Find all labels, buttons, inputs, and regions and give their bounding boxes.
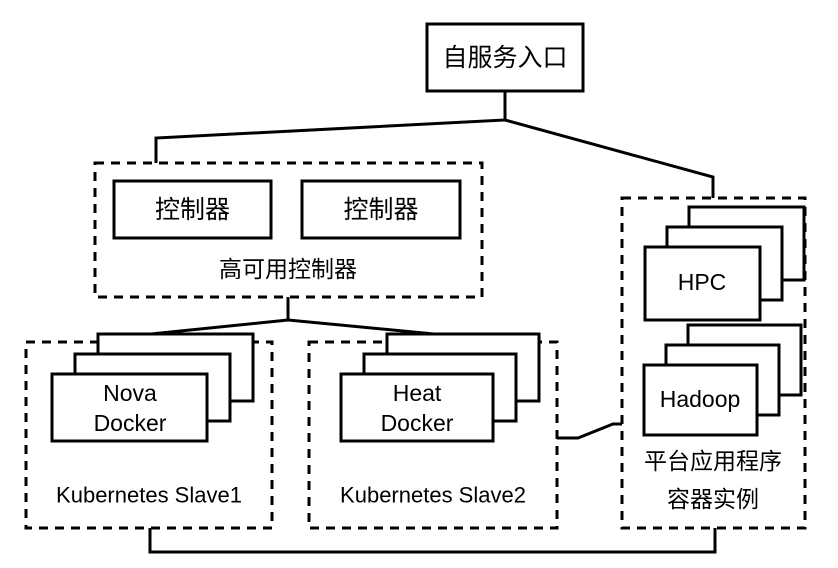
hpc-stack-front[interactable] [643, 245, 762, 322]
controller-node-label-2: 控制器 [343, 194, 419, 224]
slave1-group-label: Kubernetes Slave1 [56, 482, 242, 508]
slave2-stack-front[interactable] [339, 372, 495, 443]
hadoop-stack-front[interactable] [642, 363, 759, 437]
slave2-to-app-group [557, 422, 622, 440]
slave2-group-label: Kubernetes Slave2 [340, 482, 526, 508]
slaves-to-app-bottom-bus [148, 528, 717, 554]
app-group-label-line1: 平台应用程序 [644, 449, 782, 476]
slave2-stack-label-line1: Heat [392, 380, 442, 407]
controller-node-2[interactable] [300, 179, 462, 240]
app-group-label-line2: 容器实例 [667, 487, 759, 514]
shapes-layer [24, 22, 807, 530]
portal-to-app-group [504, 118, 715, 198]
slave1-group-border[interactable] [24, 340, 274, 530]
slave2-stack-label-line2: Docker [380, 410, 454, 437]
portal-box[interactable] [425, 22, 585, 93]
controller-group-border[interactable] [93, 161, 484, 299]
connectors-layer [148, 91, 717, 554]
slave1-stack-front[interactable] [50, 372, 209, 443]
controller-node-1[interactable] [112, 179, 273, 240]
controller-node-label-1: 控制器 [154, 194, 231, 224]
slave1-stack-label-line1: Nova [103, 380, 157, 407]
hpc-stack-label: HPC [677, 269, 727, 296]
slave2-group-border[interactable] [307, 340, 559, 530]
controller-group-label: 高可用控制器 [219, 257, 357, 284]
slave1-stack-label-line2: Docker [93, 410, 167, 437]
portal-to-controller-group [154, 91, 507, 163]
hadoop-stack-label: Hadoop [659, 386, 741, 413]
portal-label: 自服务入口 [442, 42, 568, 72]
